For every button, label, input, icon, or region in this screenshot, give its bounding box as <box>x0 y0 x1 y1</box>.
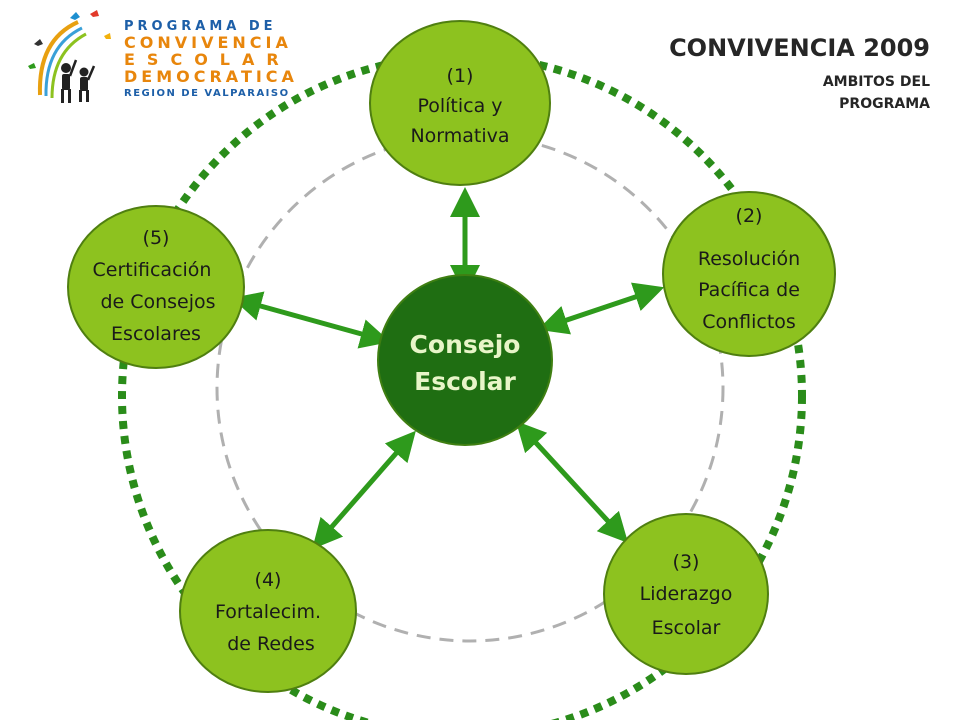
node-2-line3: Pacífica de <box>698 279 800 301</box>
node-5-line2: Certificación <box>93 259 212 281</box>
node-3-line3: Escolar <box>652 617 721 639</box>
node-5-line4: Escolares <box>111 323 201 345</box>
arrow-to-node-5 <box>231 291 391 349</box>
node-5-line1: (5) <box>143 227 170 249</box>
arrows <box>231 187 665 550</box>
logo-line2: CONVIVENCIA <box>124 33 292 52</box>
node-4-line3: de Redes <box>227 633 314 655</box>
node-1-circle <box>369 20 551 186</box>
node-1-politica-normativa: (1) Política y Normativa <box>369 20 551 186</box>
arrow-to-node-4 <box>312 430 416 550</box>
logo-line4: DEMOCRATICA <box>124 67 298 86</box>
inner-ring <box>215 133 725 643</box>
node-3-circle <box>603 513 769 675</box>
node-4-circle <box>179 529 357 693</box>
title-sub-line2: PROGRAMA <box>839 96 930 112</box>
center-label-line2: Escolar <box>414 367 516 396</box>
node-2-circle <box>662 191 836 357</box>
node-2-line2: Resolución <box>698 248 800 270</box>
outer-ring <box>118 52 806 720</box>
node-2-resolucion-conflictos: (2) Resolución Pacífica de Conflictos <box>662 191 836 357</box>
node-4-line1: (4) <box>255 569 282 591</box>
logo-line3: ESCOLAR <box>124 50 291 69</box>
node-3-line1: (3) <box>673 551 700 573</box>
center-circle <box>377 274 553 446</box>
logo-line1: PROGRAMA DE <box>124 19 277 34</box>
arrow-to-node-2 <box>537 282 665 335</box>
logo-arc-icon <box>37 20 79 96</box>
title-main: CONVIVENCIA 2009 <box>669 34 930 62</box>
node-1-line2: Política y <box>417 95 502 117</box>
node-5-certificacion-consejos: (5) Certificación de Consejos Escolares <box>67 205 245 369</box>
slide-title: CONVIVENCIA 2009 AMBITOS DEL PROGRAMA <box>669 34 930 112</box>
logo-line5: REGION DE VALPARAISO <box>124 88 290 99</box>
logo-people-icon <box>61 59 96 103</box>
node-2-line4: Conflictos <box>702 311 796 333</box>
node-2-line1: (2) <box>736 205 763 227</box>
node-1-line1: (1) <box>447 65 474 87</box>
node-5-line3: de Consejos <box>100 291 215 313</box>
arrow-to-node-3 <box>515 420 629 544</box>
node-1-line3: Normativa <box>410 125 509 147</box>
node-3-liderazgo-escolar: (3) Liderazgo Escolar <box>603 513 769 675</box>
node-5-circle <box>67 205 245 369</box>
center-node: Consejo Escolar <box>377 274 553 446</box>
node-3-line2: Liderazgo <box>640 583 733 605</box>
program-logo: PROGRAMA DE CONVIVENCIA ESCOLAR DEMOCRAT… <box>28 10 298 103</box>
center-label-line1: Consejo <box>410 330 521 359</box>
node-4-line2: Fortalecim. <box>215 601 321 623</box>
logo-bird-icon <box>70 12 80 20</box>
title-sub-line1: AMBITOS DEL <box>823 74 930 90</box>
node-4-fortalecim-redes: (4) Fortalecim. de Redes <box>179 529 357 693</box>
